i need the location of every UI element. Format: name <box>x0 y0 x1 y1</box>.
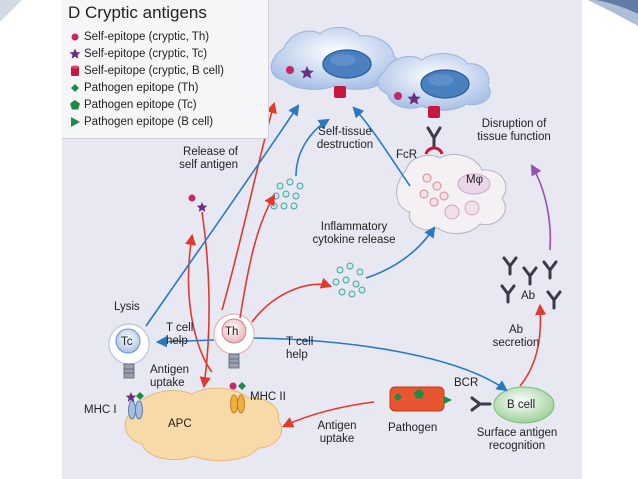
self-epitope-b-cell-icon <box>334 86 346 98</box>
red-cylinder-icon <box>71 65 79 76</box>
self-epitope-b-cell-icon-2 <box>428 106 440 118</box>
bcr-icon <box>470 396 492 412</box>
blue-arrows <box>145 104 508 392</box>
b-cell <box>493 386 555 424</box>
legend-item: Self-epitope (cryptic, B cell) <box>62 64 268 78</box>
macrophage-label: Mφ <box>466 174 484 186</box>
legend-item-label: Self-epitope (cryptic, B cell) <box>84 65 224 77</box>
legend-item-label: Pathogen epitope (B cell) <box>84 116 214 128</box>
macrophage <box>396 154 507 234</box>
diagram-canvas <box>108 27 562 462</box>
self-epitope-tc-icon-2 <box>407 92 421 105</box>
ab-label: Ab <box>521 290 536 302</box>
self-epitope-th-icon-2 <box>394 92 402 100</box>
apc-label: APC <box>168 418 192 430</box>
legend-title: D Cryptic antigens <box>68 3 207 22</box>
th-cell <box>213 313 255 369</box>
legend-item-label: Self-epitope (cryptic, Th) <box>84 31 210 43</box>
self-epitope-th-icon <box>286 66 294 74</box>
tc-cell <box>108 323 150 379</box>
antibodies-group <box>500 256 562 310</box>
legend-item-label: Self-epitope (cryptic, Tc) <box>84 48 208 60</box>
tc-label: Tc <box>121 336 133 348</box>
legend-item-label: Pathogen epitope (Tc) <box>84 99 197 111</box>
pathogen-label: Pathogen <box>388 422 438 434</box>
lysis-label: Lysis <box>114 301 140 313</box>
mhc-ii-icon <box>229 382 246 414</box>
pink-circle-icon <box>71 33 79 41</box>
legend-item: Self-epitope (cryptic, Th) <box>62 30 268 44</box>
released-self-antigen-icon <box>188 194 208 212</box>
mhc-i-label: MHC I <box>84 404 117 416</box>
bound-antibody-icon <box>426 126 442 150</box>
legend: D Cryptic antigens Self-epitope (cryptic… <box>62 0 269 139</box>
tissue-cell-right <box>377 53 491 118</box>
fcr-label: FcR <box>396 149 418 161</box>
purple-star-icon <box>69 48 81 59</box>
cytokine-cluster-upper <box>270 178 304 210</box>
legend-item: Pathogen epitope (B cell) <box>62 115 268 129</box>
legend-item: Self-epitope (cryptic, Tc) <box>62 47 268 61</box>
b-cell-label: B cell <box>507 399 536 411</box>
cytokine-cluster-lower <box>332 262 366 298</box>
bcr-label: BCR <box>454 377 479 389</box>
green-diamond-icon <box>71 84 79 92</box>
fc-receptor-icon <box>424 146 444 155</box>
green-pentagon-icon <box>70 100 80 110</box>
green-triangle-icon <box>71 117 80 127</box>
legend-item: Pathogen epitope (Th) <box>62 81 268 95</box>
legend-item: Pathogen epitope (Tc) <box>62 98 268 112</box>
self-epitope-tc-icon <box>300 66 314 79</box>
legend-item-label: Pathogen epitope (Th) <box>84 82 199 94</box>
purple-arrows <box>530 164 552 251</box>
mhc-ii-label: MHC II <box>250 391 286 403</box>
mhc-i-icon <box>125 392 144 420</box>
th-label: Th <box>225 326 239 338</box>
pathogen-cell <box>389 386 452 412</box>
